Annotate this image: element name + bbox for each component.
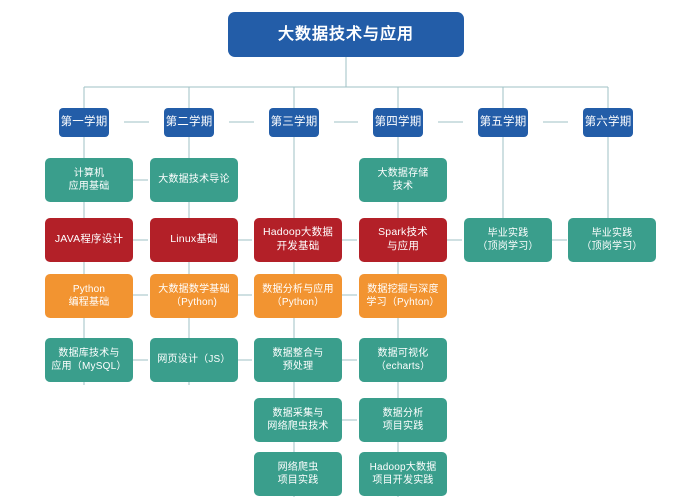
course-box-line: 数据可视化 — [377, 347, 429, 359]
term-header-4[interactable]: 第四学期 — [373, 108, 423, 137]
course-box-line: 项目实践 — [382, 421, 424, 432]
course-box-line: 网络爬虫 — [277, 461, 319, 473]
root-title-text: 大数据技术与应用 — [277, 25, 414, 43]
term-header-label: 第三学期 — [270, 115, 318, 128]
course-box-line: JAVA程序设计 — [54, 233, 124, 246]
diagram-root-title: 大数据技术与应用 — [228, 12, 464, 57]
course-box-line: 毕业实践 — [591, 227, 633, 239]
course-box-line: 毕业实践 — [487, 227, 529, 239]
course-box-line: 数据整合与 — [272, 347, 324, 359]
course-box-c2r4[interactable]: 网页设计（JS） — [150, 338, 238, 382]
term-header-label: 第二学期 — [165, 115, 213, 128]
course-box-line: Hadoop大数据 — [262, 226, 334, 239]
term-header-1[interactable]: 第一学期 — [59, 108, 109, 137]
course-box-line: 应用（MySQL） — [51, 361, 127, 372]
course-box-line: 项目开发实践 — [372, 475, 434, 486]
term-header-label: 第六学期 — [584, 115, 632, 128]
course-box-c3r5[interactable]: 数据采集与网络爬虫技术 — [254, 398, 342, 442]
course-box-c3r4[interactable]: 数据整合与预处理 — [254, 338, 342, 382]
course-box-line: 开发基础 — [276, 240, 320, 252]
course-box-line: 应用基础 — [68, 181, 110, 192]
course-box-line: （Python) — [170, 297, 218, 308]
course-box-c1r3[interactable]: Python 编程基础 — [45, 274, 133, 318]
term-header-label: 第五学期 — [479, 115, 527, 128]
course-box-c1r2[interactable]: JAVA程序设计 — [45, 218, 133, 262]
course-box-line: 大数据技术导论 — [158, 174, 230, 186]
course-box-line: 与应用 — [386, 240, 420, 252]
course-box-c3r3[interactable]: 数据分析与应用 （Python） — [254, 274, 342, 318]
course-box-c4r2[interactable]: Spark技术与应用 — [359, 218, 447, 262]
course-box-line: 预处理 — [282, 361, 314, 372]
course-box-c3r6[interactable]: 网络爬虫项目实践 — [254, 452, 342, 496]
course-box-line: 网页设计（JS） — [157, 354, 231, 366]
course-box-c4r5[interactable]: 数据分析项目实践 — [359, 398, 447, 442]
course-box-line: 项目实践 — [277, 475, 319, 486]
course-box-line: Linux基础 — [170, 233, 218, 246]
course-box-line: 数据采集与 — [272, 407, 324, 419]
term-header-3[interactable]: 第三学期 — [269, 108, 319, 137]
course-box-line: Spark技术 — [378, 226, 428, 239]
course-box-line: 网络爬虫技术 — [267, 421, 329, 432]
course-box-line: 技术 — [392, 181, 414, 192]
course-box-c2r3[interactable]: 大数据数学基础 （Python) — [150, 274, 238, 318]
course-box-line: 数据分析与应用 — [262, 283, 334, 295]
course-box-line: 数据分析 — [382, 407, 424, 419]
course-box-c2r1[interactable]: 大数据技术导论 — [150, 158, 238, 202]
course-box-line: 学习（Pyhton） — [366, 297, 440, 308]
course-box-c4r3[interactable]: 数据挖掘与深度学习（Pyhton） — [359, 274, 447, 318]
course-box-line: 数据挖掘与深度 — [367, 283, 439, 295]
course-box-line: 数据库技术与 — [58, 347, 120, 359]
course-box-c1r1[interactable]: 计算机应用基础 — [45, 158, 133, 202]
course-box-c4r4[interactable]: 数据可视化 （echarts） — [359, 338, 447, 382]
course-box-c5r2[interactable]: 毕业实践 （顶岗学习） — [464, 218, 552, 262]
course-box-c4r6[interactable]: Hadoop大数据项目开发实践 — [359, 452, 447, 496]
term-header-5[interactable]: 第五学期 — [478, 108, 528, 137]
course-box-line: 大数据数学基础 — [158, 283, 230, 295]
term-header-label: 第四学期 — [374, 115, 422, 128]
term-header-6[interactable]: 第六学期 — [583, 108, 633, 137]
course-box-line: 编程基础 — [68, 297, 110, 308]
course-box-c4r1[interactable]: 大数据存储技术 — [359, 158, 447, 202]
course-box-c2r2[interactable]: Linux基础 — [150, 218, 238, 262]
course-box-line: （顶岗学习） — [477, 241, 539, 252]
term-header-2[interactable]: 第二学期 — [164, 108, 214, 137]
term-header-label: 第一学期 — [60, 115, 108, 128]
course-box-line: 计算机 — [73, 167, 105, 179]
course-box-line: Hadoop大数据 — [369, 461, 437, 473]
course-box-c1r4[interactable]: 数据库技术与应用（MySQL） — [45, 338, 133, 382]
course-box-c3r2[interactable]: Hadoop大数据开发基础 — [254, 218, 342, 262]
course-box-line: （echarts） — [375, 361, 431, 372]
course-box-line: Python — [72, 283, 106, 295]
course-box-line: （顶岗学习） — [581, 241, 643, 252]
course-box-c6r2[interactable]: 毕业实践 （顶岗学习） — [568, 218, 656, 262]
course-box-line: 大数据存储 — [377, 167, 429, 179]
course-box-line: （Python） — [271, 297, 325, 308]
